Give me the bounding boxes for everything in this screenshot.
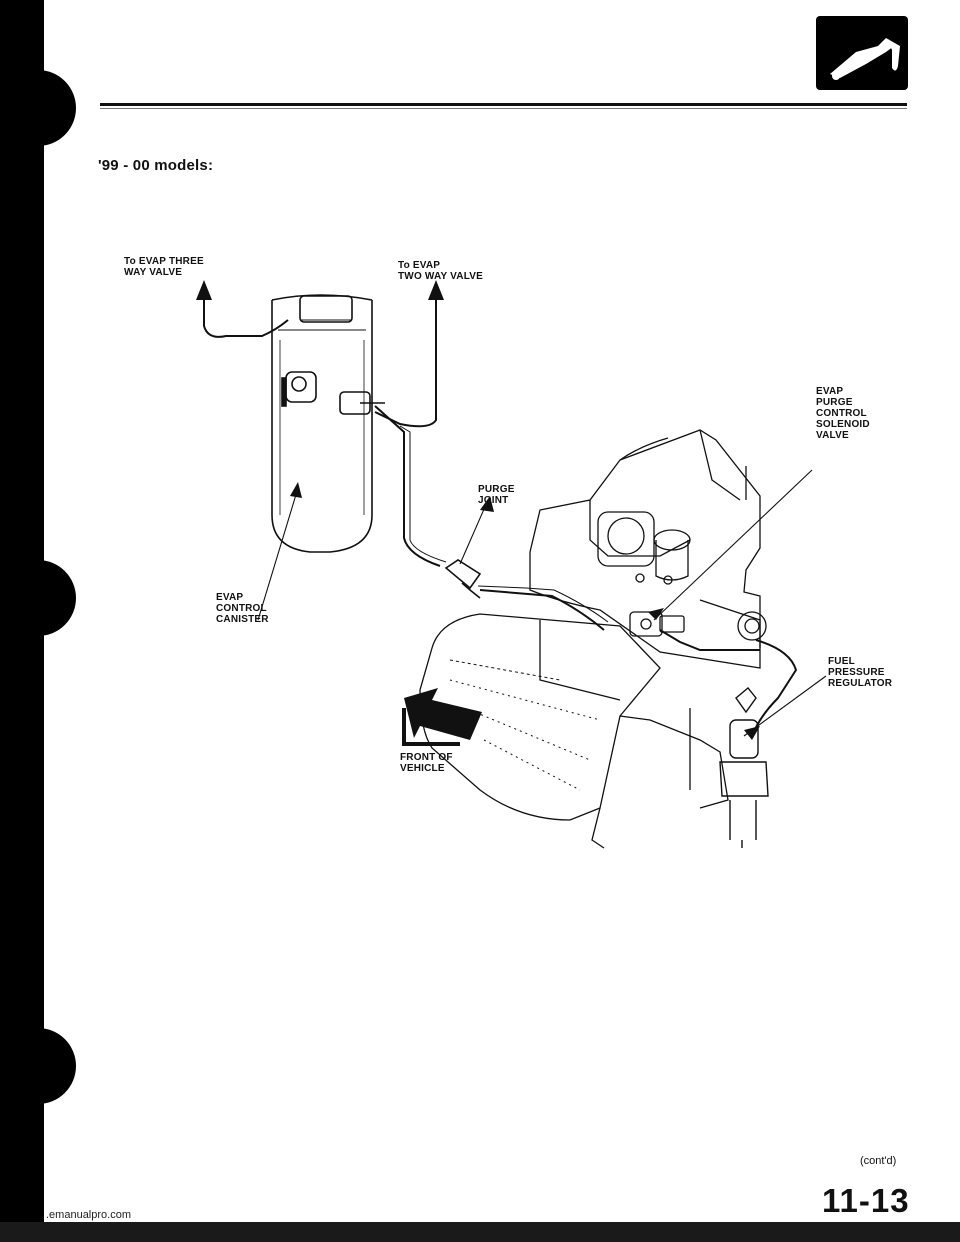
purge-joint-drawing <box>444 559 482 599</box>
arrow-up-icon <box>196 280 212 300</box>
hose-two-way <box>374 300 437 428</box>
label-three-way-valve: To EVAP THREE WAY VALVE <box>124 256 204 278</box>
leader-solenoid <box>653 469 813 621</box>
label-purge-joint: PURGE JOINT <box>478 484 515 506</box>
arrow-pointer-icon <box>648 608 664 620</box>
label-fuel-pressure-regulator: FUEL PRESSURE REGULATOR <box>828 656 893 689</box>
binder-hole <box>0 560 76 636</box>
binder-hole <box>0 1028 76 1104</box>
purge-line <box>374 405 441 567</box>
header-rule <box>100 103 907 106</box>
binder-hole <box>0 70 76 146</box>
evap-canister-drawing <box>271 294 385 553</box>
footer-link[interactable]: .emanualpro.com <box>46 1209 131 1221</box>
arrow-pointer-icon <box>744 726 760 740</box>
label-two-way-valve: To EVAP TWO WAY VALVE <box>398 260 484 282</box>
fuel-nozzle-icon <box>816 16 908 90</box>
label-solenoid-valve: EVAP PURGE CONTROL SOLENOID VALVE <box>816 386 870 441</box>
footer-band <box>0 1222 960 1242</box>
page-number: 11-13 <box>822 1182 910 1219</box>
engine-drawing <box>529 429 798 737</box>
hose-three-way <box>203 300 289 338</box>
leader-joint <box>459 499 489 565</box>
solenoid-valve-drawing <box>629 611 685 637</box>
fuel-pressure-regulator-drawing <box>719 687 769 848</box>
leader-canister <box>257 487 299 621</box>
header-rule <box>100 108 907 109</box>
label-canister: EVAP CONTROL CANISTER <box>216 592 269 625</box>
arrow-up-icon <box>480 496 494 512</box>
front-arrow-icon <box>402 688 482 746</box>
label-front-of-vehicle: FRONT OF VEHICLE <box>400 752 453 774</box>
intake-manifold-drawing <box>419 613 729 849</box>
section-title: '99 - 00 models: <box>98 157 214 174</box>
continued-note: (cont'd) <box>860 1155 897 1167</box>
arrow-up-icon <box>428 280 444 300</box>
arrow-up-icon <box>290 482 302 498</box>
leader-regulator <box>743 675 827 737</box>
